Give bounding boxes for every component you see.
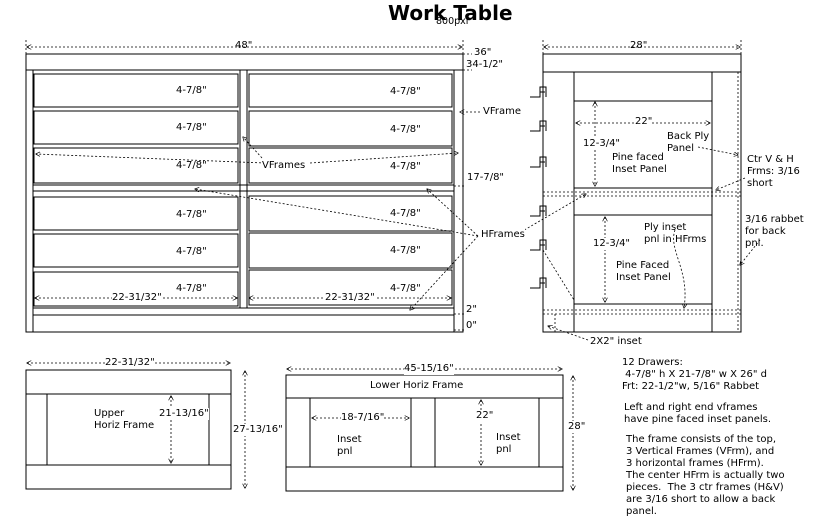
vframes-leader-2: [243, 137, 263, 159]
height-low-label: 2": [466, 304, 477, 315]
side-view: [542, 53, 742, 333]
lower-frame-left-panel-label: Inset pnl: [337, 434, 362, 457]
drawer-left-3: [33, 147, 239, 184]
drawer-right-5: [248, 232, 453, 269]
drawer-left-3-label: 4-7/8": [176, 160, 207, 171]
back-ply-label: Back Ply Panel: [667, 131, 710, 154]
vframes-label: VFrames: [262, 160, 306, 172]
drawer-right-3: [248, 147, 453, 184]
upper-frame-outer-height-label: 27-13/16": [233, 424, 283, 436]
front-bottom-rail: [32, 314, 455, 333]
drawer-left-2: [33, 110, 239, 145]
drawer-left-4: [33, 196, 239, 231]
drawer-profiles: [530, 86, 547, 289]
front-left-vframe: [25, 69, 34, 333]
bay-width-right-label: 22-31/32": [325, 292, 375, 304]
drawers-note: 12 Drawers: 4-7/8" h X 21-7/8" w X 26" d…: [622, 357, 768, 392]
side-back-leg: [711, 71, 742, 333]
side-top: [542, 53, 742, 73]
lower-frame-width-label: 45-15/16": [404, 363, 454, 375]
front-view: [25, 53, 464, 333]
lower-frame-center-stile: [410, 397, 436, 468]
vframes-leader-1: [36, 154, 266, 164]
side-upper-height-label: 12-3/4": [583, 138, 621, 150]
vframes-note: Left and right end vframes have pine fac…: [624, 402, 772, 425]
side-mid-rail: [573, 187, 713, 216]
drawer-right-2-label: 4-7/8": [390, 124, 421, 135]
front-lower-hframe: [32, 307, 455, 316]
vframe-label: VFrame: [483, 106, 521, 117]
side-upper-panel-label: Pine faced Inset Panel: [612, 152, 667, 175]
ctr-frames-note: Ctr V & H Frms: 3/16 short: [747, 154, 800, 189]
upper-horiz-frame: [25, 369, 232, 490]
ply-inset-leader: [673, 229, 685, 308]
hframes-leader-3: [410, 235, 479, 310]
height-top-label: 36": [474, 47, 492, 58]
ply-inset-label: Ply inset pnl in HFrms: [644, 222, 707, 245]
side-width-label: 28": [630, 40, 648, 51]
side-lower-height-label: 12-3/4": [593, 238, 631, 250]
upper-frame-name: Upper Horiz Frame: [94, 408, 155, 431]
upper-frame-width-label: 22-31/32": [105, 357, 155, 369]
side-front-leg: [542, 71, 575, 333]
bay-width-left-label: 22-31/32": [112, 292, 162, 304]
hframes-label: HFrames: [481, 229, 525, 241]
drawer-right-2: [248, 110, 453, 147]
side-upper-rail: [573, 71, 713, 102]
hframes-leader-4: [513, 194, 586, 237]
vframes-leader-3: [309, 153, 458, 164]
lower-frame-outer-height-label: 28": [568, 421, 586, 433]
drawer-left-5-label: 4-7/8": [176, 246, 207, 257]
back-ply-leader: [697, 146, 738, 155]
drawer-left-6-label: 4-7/8": [176, 283, 207, 294]
drawing-title: Work Table: [388, 1, 513, 25]
drawer-right-6: [248, 269, 453, 306]
upper-frame-inner-height-label: 21-13/16": [159, 408, 209, 420]
height-mid-label: 17-7/8": [467, 172, 505, 183]
front-middle-hframe: [32, 184, 455, 192]
drawer-right-5-label: 4-7/8": [390, 245, 421, 256]
front-right-vframe: [453, 69, 464, 333]
side-lower-panel-label: Pine Faced Inset Panel: [616, 260, 671, 283]
lower-frame-right-panel-label: Inset pnl: [496, 432, 521, 455]
side-inner-width-label: 22": [635, 116, 653, 128]
drawer-right-6-label: 4-7/8": [390, 283, 421, 294]
front-center-vframe: [239, 69, 248, 309]
drawer-left-5: [33, 233, 239, 268]
drawer-right-3-label: 4-7/8": [390, 161, 421, 172]
upper-frame-right-stile: [208, 393, 232, 466]
drawer-right-4-label: 4-7/8": [390, 208, 421, 219]
drawer-right-4: [248, 195, 453, 232]
height-under-top-label: 34-1/2": [466, 59, 504, 70]
drawer-left-2-label: 4-7/8": [176, 122, 207, 133]
side-bottom-rail: [573, 303, 713, 333]
lower-frame-inner-height-label: 22": [476, 410, 494, 422]
lower-frame-left-stile: [285, 397, 311, 468]
drawer-left-4-label: 4-7/8": [176, 209, 207, 220]
front-width-label: 48": [235, 40, 253, 51]
inset-2x2-label: 2X2" inset: [590, 336, 642, 347]
drawer-left-1: [33, 73, 239, 108]
lower-horiz-frame: [285, 374, 564, 492]
drawer-left-6: [33, 271, 239, 307]
lower-frame-panel-width-label: 18-7/16": [341, 412, 385, 424]
frame-description-note: The frame consists of the top, 3 Vertica…: [626, 434, 785, 517]
drawer-right-1: [248, 73, 453, 108]
drawer-right-1-label: 4-7/8": [390, 86, 421, 97]
front-top: [25, 53, 464, 71]
hframes-leader-2: [427, 189, 479, 237]
inset-2x2-leader: [548, 314, 589, 341]
lower-frame-right-stile: [538, 397, 564, 468]
lower-frame-name: Lower Horiz Frame: [370, 380, 464, 391]
drawer-left-1-label: 4-7/8": [176, 85, 207, 96]
upper-frame-left-stile: [25, 393, 48, 466]
rabbet-note: 3/16 rabbet for back pnl.: [745, 214, 804, 249]
height-zero-label: 0": [466, 320, 477, 331]
drawing-subtitle: 800pxl: [436, 16, 469, 27]
